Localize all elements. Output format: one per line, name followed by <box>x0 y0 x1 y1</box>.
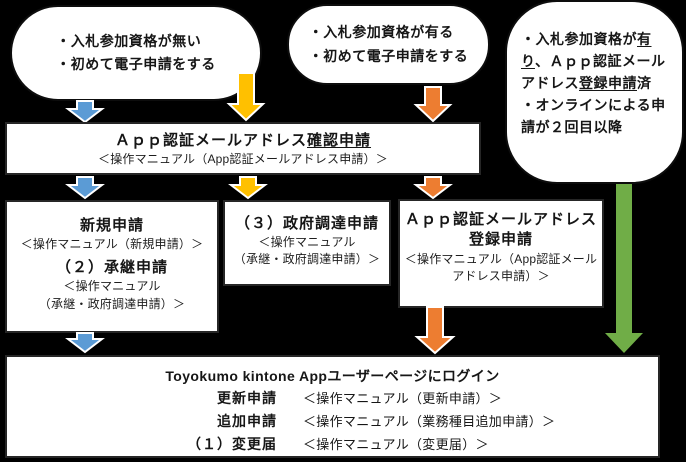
register-application-title: Ａｐｐ認証メールアドレス 登録申請 <box>404 211 597 249</box>
succession-manual-link: ＜操作マニュアル （承継・政府調達申請）＞ <box>38 279 186 311</box>
down-arrow-icon-green-long <box>605 184 643 353</box>
register-application-box: Ａｐｐ認証メールアドレス 登録申請 ＜操作マニュアル（App認証メール アドレス… <box>398 199 604 308</box>
bubble-no-qualification: ・入札参加資格が無い ・初めて電子申請をする <box>10 5 262 101</box>
bubble-line: 請が２回目以降 <box>521 119 623 136</box>
renewal-manual-link: ＜操作マニュアル（更新申請）＞ <box>303 391 503 407</box>
bubble-line: アドレス登録申請済 <box>521 75 652 92</box>
down-arrow-icon-gold-top <box>226 72 266 122</box>
bubble-line: ・入札参加資格が有 <box>521 31 652 47</box>
down-arrow-icon-blue-bottom <box>65 332 105 354</box>
register-application-manual-link: ＜操作マニュアル（App認証メール アドレス申請）＞ <box>404 251 598 283</box>
down-arrow-icon-orange-mid <box>413 176 453 200</box>
bubble-line: ・入札参加資格が無い <box>56 32 202 49</box>
down-arrow-icon-gold-mid <box>228 176 268 200</box>
bubble-line: り、Ａｐｐ認証メール <box>521 53 666 70</box>
gov-procurement-title: （３）政府調達申請 <box>234 215 379 232</box>
change-manual-link: ＜操作マニュアル（変更届）＞ <box>303 436 489 452</box>
gov-procurement-box: （３）政府調達申請 ＜操作マニュアル （承継・政府調達申請）＞ <box>223 200 391 286</box>
confirm-application-manual-link: ＜操作マニュアル（App認証メールアドレス申請）＞ <box>98 152 388 167</box>
change-notification-label: （１）変更届 <box>187 435 277 452</box>
new-application-box: 新規申請 ＜操作マニュアル（新規申請）＞ （２）承継申請 ＜操作マニュアル （承… <box>5 200 219 333</box>
bubble-has-qualification: ・入札参加資格が有る ・初めて電子申請をする <box>287 4 490 85</box>
bubble-line: ・初めて電子申請をする <box>56 56 216 72</box>
down-arrow-icon-blue-top <box>65 100 105 124</box>
new-application-title: 新規申請 <box>79 217 144 234</box>
additional-application-label: 追加申請 <box>217 412 277 429</box>
renewal-application-label: 更新申請 <box>217 390 277 407</box>
bubble-line: ・オンラインによる申 <box>521 97 666 114</box>
bubble-line: ・入札参加資格が有る <box>308 24 454 41</box>
login-box-title: Toyokumo kintone Appユーザーページにログイン <box>165 368 500 384</box>
new-application-manual-link: ＜操作マニュアル（新規申請）＞ <box>20 237 204 251</box>
down-arrow-icon-blue-mid <box>65 176 105 200</box>
bubble-line: ・初めて電子申請をする <box>308 47 469 64</box>
down-arrow-icon-orange-bottom <box>414 306 456 355</box>
confirm-application-title: Ａｐｐ認証メールアドレス確認申請 <box>114 132 372 149</box>
down-arrow-icon-orange-top <box>413 86 453 123</box>
login-box: Toyokumo kintone Appユーザーページにログイン 更新申請 ＜操… <box>5 355 660 458</box>
succession-application-title: （２）承継申請 <box>55 259 168 277</box>
gov-procurement-manual-link: ＜操作マニュアル （承継・政府調達申請）＞ <box>233 235 381 267</box>
bubble-already-registered: ・入札参加資格が有 り、Ａｐｐ認証メール アドレス登録申請済 ・オンラインによる… <box>505 0 684 184</box>
confirm-application-box: Ａｐｐ認証メールアドレス確認申請 ＜操作マニュアル（App認証メールアドレス申請… <box>5 122 481 175</box>
additional-manual-link: ＜操作マニュアル（業務種目追加申請）＞ <box>303 413 556 429</box>
